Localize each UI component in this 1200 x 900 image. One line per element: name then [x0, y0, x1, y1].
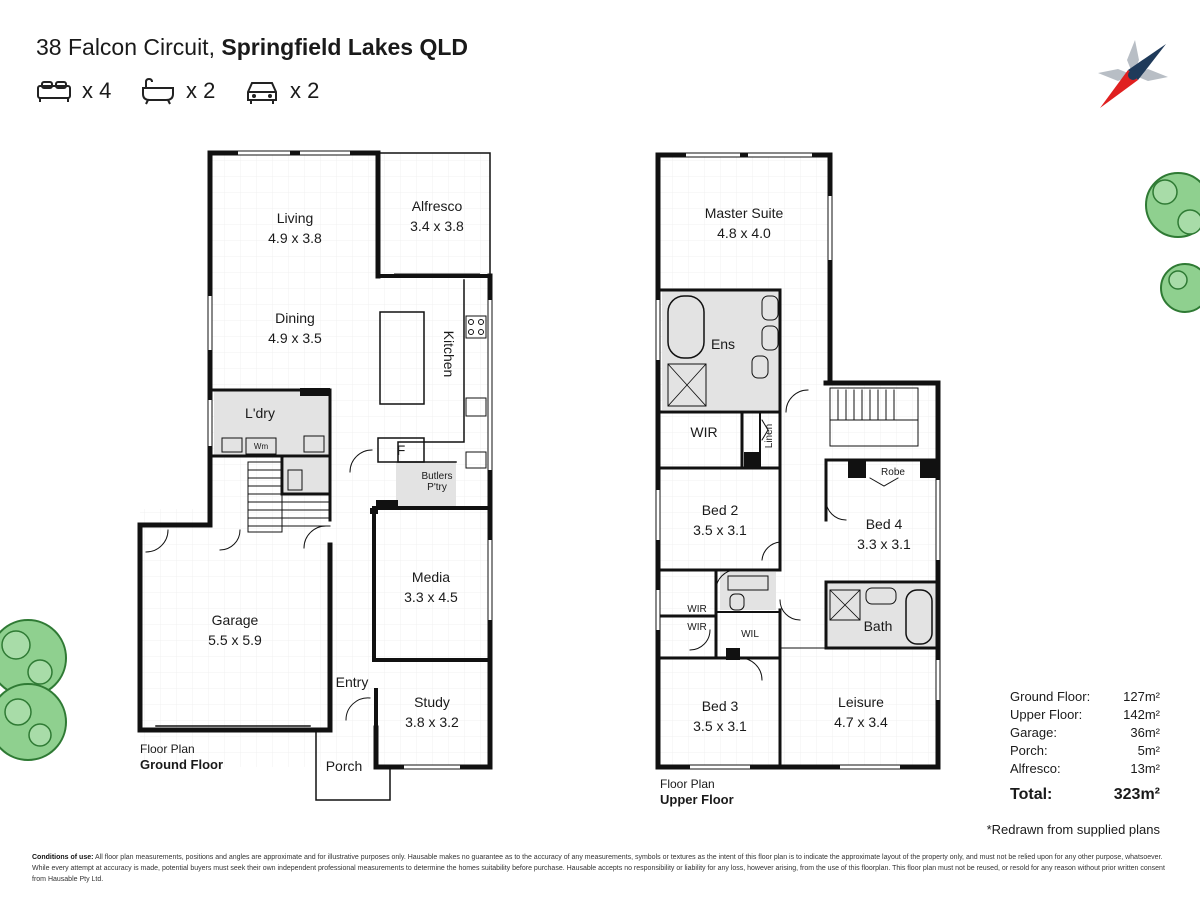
upper-floor-caption: Floor Plan Upper Floor [660, 776, 734, 808]
area-label: Upper Floor: [1010, 707, 1083, 722]
conditions-of-use: Conditions of use: All floor plan measur… [32, 852, 1172, 885]
car-count-text: x 2 [290, 78, 320, 103]
alfresco-size: 3.4 x 3.8 [410, 218, 464, 234]
area-total: Total: 323m² [1010, 786, 1160, 804]
master-suite-size: 4.8 x 4.0 [717, 225, 771, 241]
kitchen-label: Kitchen [441, 331, 457, 378]
bed-3-wir-label: WIR [687, 622, 706, 633]
garage-label: Garage [212, 612, 259, 628]
washing-machine-label: Wm [254, 442, 269, 451]
upper-floor-caption-small: Floor Plan [660, 777, 715, 791]
area-row: Porch: 5m² [1010, 742, 1160, 760]
bath-icon [142, 77, 174, 105]
bed-icon [37, 81, 71, 102]
entry-label: Entry [336, 674, 369, 690]
bath-label: Bath [864, 618, 893, 634]
tree-icon [1145, 172, 1200, 313]
dining-label: Dining [275, 310, 315, 326]
living-size: 4.9 x 3.8 [268, 230, 322, 246]
leisure-label: Leisure [838, 694, 884, 710]
compass-icon [1098, 40, 1168, 108]
bed-3-label: Bed 3 [702, 698, 739, 714]
car-count: x 2 [244, 76, 319, 106]
study-size: 3.8 x 3.2 [405, 714, 459, 730]
redrawn-note: *Redrawn from supplied plans [986, 822, 1160, 837]
property-title: 38 Falcon Circuit, Springfield Lakes QLD [36, 34, 468, 61]
ground-floor-caption-small: Floor Plan [140, 742, 195, 756]
area-value: 13m² [1130, 761, 1160, 776]
leisure-size: 4.7 x 3.4 [834, 714, 888, 730]
total-value: 323m² [1113, 786, 1160, 803]
area-row: Garage: 36m² [1010, 724, 1160, 742]
conditions-label: Conditions of use: [32, 854, 94, 861]
linen-label: Linen [764, 424, 775, 448]
study-label: Study [414, 694, 450, 710]
conditions-text: All floor plan measurements, positions a… [32, 854, 1165, 883]
area-label: Alfresco: [1010, 761, 1061, 776]
address-text: 38 Falcon Circuit, [36, 34, 215, 60]
bed-2-label: Bed 2 [702, 502, 739, 518]
living-label: Living [277, 210, 314, 226]
bed-4-label: Bed 4 [866, 516, 903, 532]
bed-2-size: 3.5 x 3.1 [693, 522, 747, 538]
bathroom-count-text: x 2 [186, 78, 216, 103]
bedroom-count: x 4 [36, 76, 111, 106]
area-label: Porch: [1010, 743, 1048, 758]
laundry-label: L'dry [245, 405, 275, 421]
bedroom-count-text: x 4 [82, 78, 112, 103]
fridge-label: F [397, 442, 406, 458]
area-label: Ground Floor: [1010, 689, 1091, 704]
ensuite-label: Ens [711, 336, 735, 352]
master-suite-label: Master Suite [705, 205, 784, 221]
media-label: Media [412, 569, 450, 585]
dining-size: 4.9 x 3.5 [268, 330, 322, 346]
upper-floor-caption-bold: Upper Floor [660, 792, 734, 807]
alfresco-label: Alfresco [412, 198, 463, 214]
area-row: Upper Floor: 142m² [1010, 706, 1160, 724]
area-value: 142m² [1123, 707, 1160, 722]
area-value: 127m² [1123, 689, 1160, 704]
suburb-text: Springfield Lakes QLD [221, 34, 469, 60]
ground-floor-caption: Floor Plan Ground Floor [140, 741, 223, 773]
porch-label: Porch [326, 758, 363, 774]
tree-icon [0, 619, 67, 761]
garage-size: 5.5 x 5.9 [208, 632, 262, 648]
media-size: 3.3 x 4.5 [404, 589, 458, 605]
bed-3-size: 3.5 x 3.1 [693, 718, 747, 734]
butlers-pantry-label-2: P'try [427, 482, 447, 493]
ground-floor-plan: Living 4.9 x 3.8 Alfresco 3.4 x 3.8 Dini… [137, 150, 493, 801]
ground-floor-caption-bold: Ground Floor [140, 757, 224, 772]
area-value: 36m² [1130, 725, 1160, 740]
bathroom-count: x 2 [140, 76, 215, 106]
master-wir-label: WIR [690, 424, 717, 440]
bed-2-wir-label: WIR [687, 604, 706, 615]
car-icon [247, 82, 277, 104]
area-row: Alfresco: 13m² [1010, 760, 1160, 778]
area-label: Garage: [1010, 725, 1057, 740]
area-value: 5m² [1137, 743, 1160, 758]
upper-floor-plan: Master Suite 4.8 x 4.0 Ens WIR Linen Bed… [655, 152, 941, 770]
area-summary: Ground Floor: 127m² Upper Floor: 142m² Gar… [1010, 688, 1160, 804]
robe-label: Robe [881, 467, 905, 478]
butlers-pantry-label: Butlers [421, 471, 452, 482]
bed-4-size: 3.3 x 3.1 [857, 536, 911, 552]
wil-label: WIL [741, 629, 759, 640]
total-label: Total: [1010, 786, 1053, 803]
area-row: Ground Floor: 127m² [1010, 688, 1160, 706]
